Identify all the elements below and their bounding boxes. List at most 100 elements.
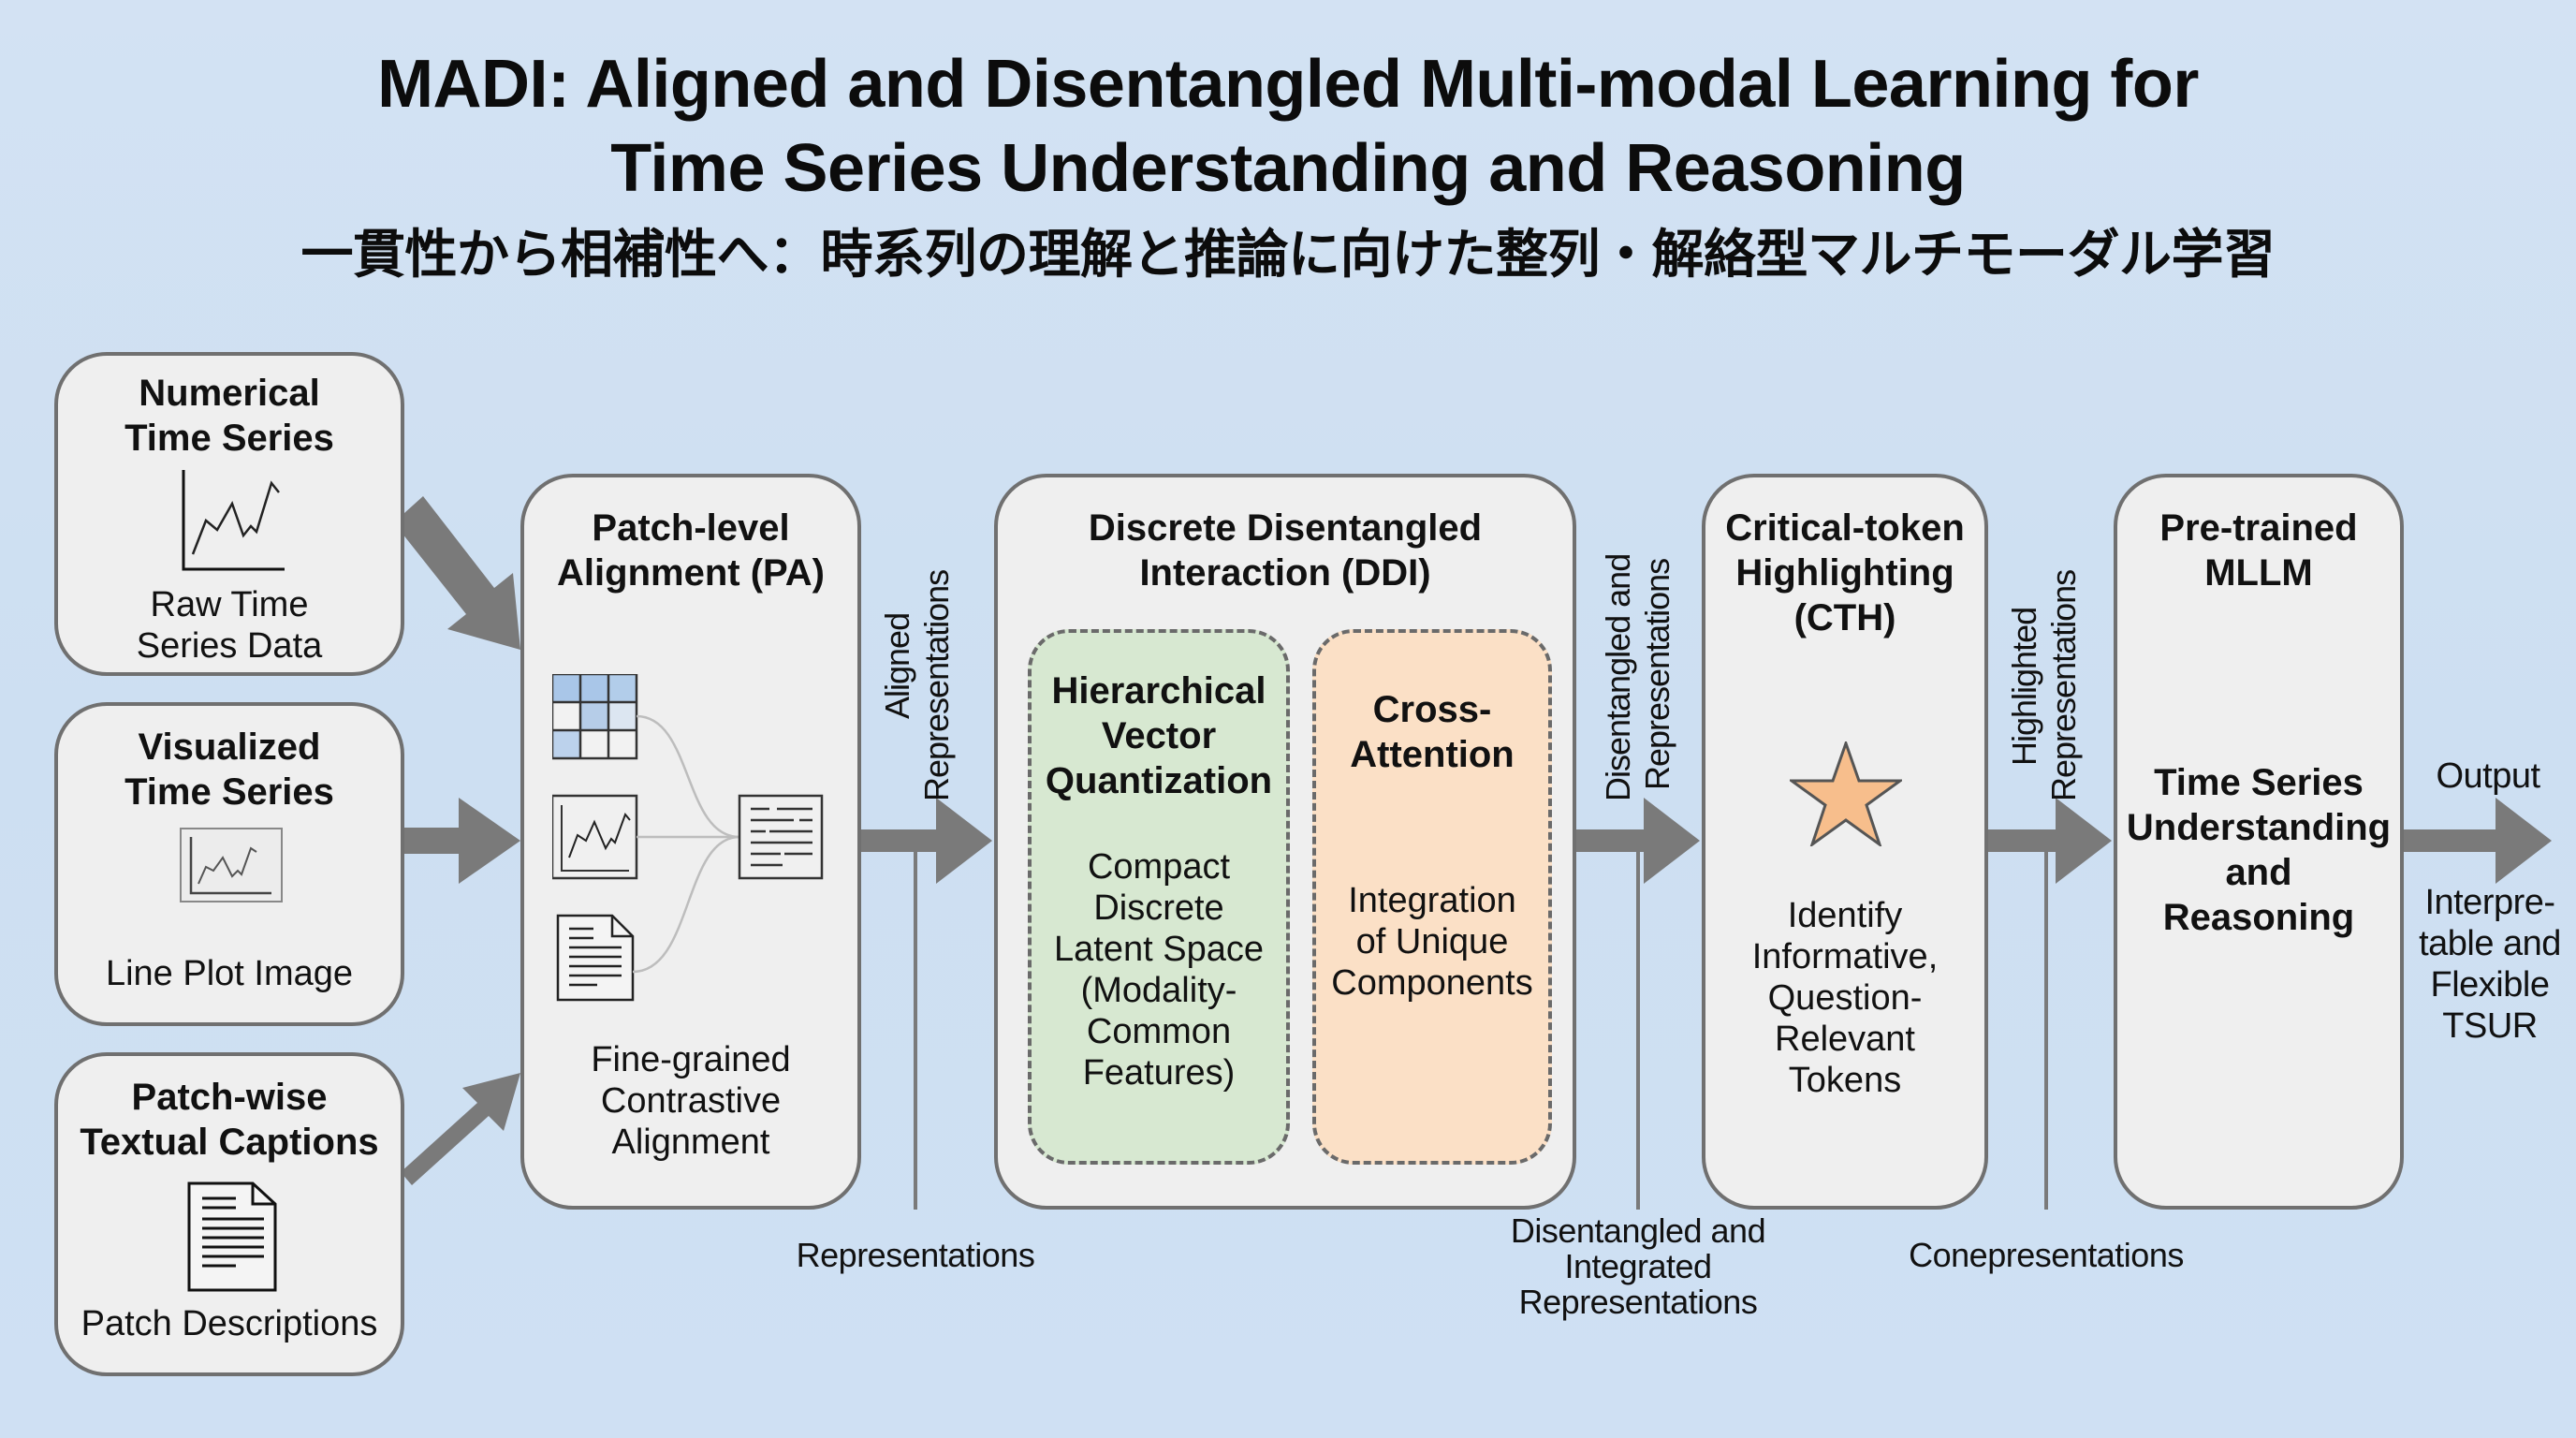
arrow-output	[2404, 798, 2552, 884]
bottom-label-conepresentations: Conepresentations	[1909, 1236, 2184, 1274]
pa-title-line: Patch-level	[592, 507, 790, 549]
cross-attention-title: Cross- Attention	[1316, 687, 1548, 777]
input-title-line: Patch-wise	[131, 1077, 328, 1118]
ddi-title-line: Discrete Disentangled	[1088, 507, 1483, 549]
title-line-2: Time Series Understanding and Reasoning	[610, 131, 1966, 206]
mllm-title-line: Pre-trained	[2159, 507, 2358, 549]
cth-title-line: Highlighting	[1735, 552, 1954, 594]
label-disentangled-representations: Disentangled and Representations	[1599, 554, 1677, 801]
aligned-tokens-icon	[738, 794, 824, 880]
cth-description-line: Identify	[1787, 896, 1903, 935]
input-visualized-time-series: Visualized Time Series Line Plot Image	[54, 702, 404, 1026]
mllm-description-line: Time Series	[2154, 762, 2364, 803]
hvq-description-line: Compact	[1087, 847, 1231, 887]
vertical-label-line: Representations	[2044, 569, 2083, 801]
cross-attention-description-line: Components	[1331, 963, 1533, 1003]
line-chart-icon	[182, 470, 285, 571]
pa-alignment-illustration	[552, 674, 824, 1002]
label-highlighted-representations: Highlighted Representations	[2005, 570, 2084, 801]
cross-attention-description-line: Integration	[1348, 881, 1516, 920]
input-title-line: Textual Captions	[80, 1122, 379, 1163]
hvq-title-line: Vector	[1101, 715, 1217, 756]
bottom-label-line: Integrated	[1564, 1247, 1712, 1285]
ddi-title-line: Interaction (DDI)	[1139, 552, 1431, 594]
vertical-label-line: Disentangled and	[1599, 553, 1637, 801]
mllm-title: Pre-trained MLLM	[2117, 506, 2400, 595]
line-plot-image-icon	[180, 828, 283, 902]
star-icon	[1790, 741, 1902, 846]
cross-attention-description-line: of Unique	[1355, 922, 1509, 961]
cth-description: Identify Informative, Question- Relevant…	[1705, 895, 1984, 1101]
vertical-label-line: Aligned	[878, 612, 916, 719]
bottom-label-representations: Representations	[796, 1236, 1035, 1274]
pa-title: Patch-level Alignment (PA)	[524, 506, 857, 595]
arrow-cth-to-mllm	[1988, 798, 2112, 884]
pretrained-mllm-box: Pre-trained MLLM Time Series Understandi…	[2114, 474, 2404, 1210]
hvq-description-line: Latent Space	[1054, 930, 1264, 969]
input-title-line: Time Series	[124, 771, 334, 813]
japanese-subtitle: 一貫性から相補性へ：時系列の理解と推論に向けた整列・解絡型マルチモーダル学習	[300, 225, 2276, 286]
pa-description-line: Contrastive	[600, 1081, 782, 1121]
input-title: Patch-wise Textual Captions	[58, 1075, 401, 1165]
output-description-line: table and	[2419, 924, 2561, 963]
pa-description-line: Fine-grained	[591, 1040, 791, 1079]
output-label: Output	[2436, 756, 2540, 796]
bottom-label-disentangled-integrated: Disentangled and Integrated Representati…	[1488, 1213, 1788, 1320]
mllm-description-line: Reasoning	[2162, 897, 2355, 938]
mllm-description: Time Series Understanding and Reasoning	[2117, 760, 2400, 940]
input-title: Visualized Time Series	[58, 725, 401, 814]
input-title: Numerical Time Series	[58, 371, 401, 461]
cth-description-line: Tokens	[1788, 1061, 1902, 1100]
input-patch-wise-captions: Patch-wise Textual Captions Patch Descri…	[54, 1052, 404, 1376]
arrow-pa-to-ddi	[861, 798, 992, 884]
arrow-ddi-to-cth	[1576, 798, 1700, 884]
cross-attention-title-line: Attention	[1350, 734, 1515, 775]
label-aligned-representations: Aligned Representations	[878, 570, 957, 801]
hvq-description-line: Common	[1086, 1012, 1232, 1051]
input-title-line: Time Series	[124, 418, 334, 459]
pa-description: Fine-grained Contrastive Alignment	[524, 1039, 857, 1163]
document-icon	[187, 1181, 277, 1292]
input-title-line: Visualized	[138, 726, 321, 768]
cth-title-line: (CTH)	[1793, 597, 1896, 638]
pa-description-line: Alignment	[611, 1123, 770, 1162]
cth-description-line: Question-	[1767, 978, 1923, 1018]
input-caption: Patch Descriptions	[80, 1304, 378, 1343]
cross-attention-title-line: Cross-	[1372, 689, 1492, 730]
input-numerical-time-series: Numerical Time Series Raw Time Series Da…	[54, 352, 404, 676]
input-caption-line: Series Data	[136, 626, 323, 666]
cth-description-line: Relevant	[1775, 1020, 1915, 1059]
patch-chart-icon	[552, 794, 638, 880]
title-line-1: MADI: Aligned and Disentangled Multi-mod…	[377, 47, 2199, 122]
cth-title: Critical-token Highlighting (CTH)	[1705, 506, 1984, 640]
arrow-numerical-to-pa	[395, 496, 520, 650]
hvq-description-line: Discrete	[1093, 888, 1224, 928]
output-description-line: Interpre-	[2424, 883, 2555, 922]
vertical-label-line: Representations	[1638, 558, 1676, 790]
bottom-label-line: Representations	[1518, 1283, 1758, 1321]
patch-grid-icon	[552, 674, 638, 760]
input-caption-line: Raw Time	[150, 585, 309, 624]
input-caption: Line Plot Image	[105, 954, 354, 993]
discrete-disentangled-interaction-box: Discrete Disentangled Interaction (DDI) …	[994, 474, 1576, 1210]
output-description-line: Flexible	[2430, 965, 2550, 1005]
hvq-title-line: Hierarchical	[1051, 670, 1266, 712]
bottom-label-line: Disentangled and	[1510, 1211, 1766, 1250]
cross-attention-description: Integration of Unique Components	[1316, 880, 1548, 1004]
vertical-label-line: Representations	[917, 569, 956, 801]
cross-attention-box: Cross- Attention Integration of Unique C…	[1312, 629, 1552, 1165]
alignment-curves	[632, 714, 740, 974]
pa-title-line: Alignment (PA)	[557, 552, 825, 594]
patch-document-icon	[556, 914, 635, 1002]
output-description: Interpre- table and Flexible TSUR	[2406, 882, 2574, 1047]
hvq-title: Hierarchical Vector Quantization	[1032, 668, 1286, 803]
patch-level-alignment-box: Patch-level Alignment (PA)	[520, 474, 861, 1210]
hvq-title-line: Quantization	[1045, 760, 1273, 801]
vertical-label-line: Highlighted	[2005, 607, 2043, 766]
mllm-description-line: Understanding	[2126, 807, 2392, 848]
cth-description-line: Informative,	[1751, 937, 1939, 976]
arrow-visual-to-pa	[404, 798, 520, 884]
cth-title-line: Critical-token	[1725, 507, 1965, 549]
mllm-description-line: and	[2225, 852, 2292, 893]
output-description-line: TSUR	[2442, 1006, 2538, 1046]
